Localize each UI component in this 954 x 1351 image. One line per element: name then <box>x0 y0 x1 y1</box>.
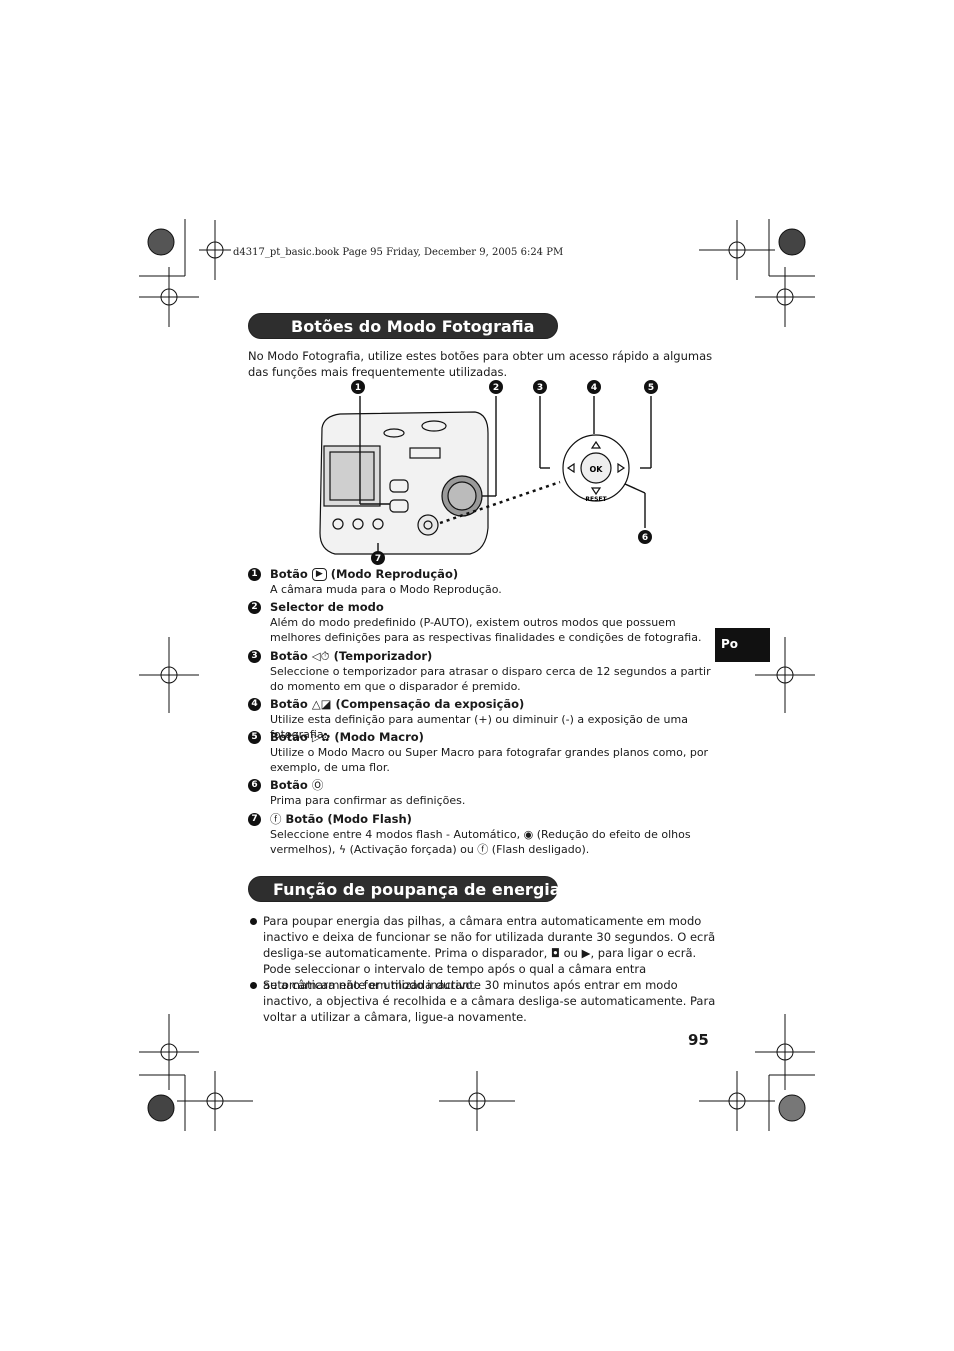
item-number: 1 <box>248 568 261 581</box>
list-item-4: 4 Botão △◪ (Compensação da exposição) Ut… <box>248 697 718 742</box>
item-number: 3 <box>248 650 261 663</box>
macro-icon: ▷✿ <box>311 730 331 744</box>
flash-icon: ⓕ <box>270 812 282 826</box>
ok-label: OK <box>590 465 604 474</box>
crosshair-marks <box>139 220 815 1131</box>
bullet-item: Se a câmara não for utilizada durante 30… <box>248 977 718 1025</box>
item-number: 2 <box>248 601 261 614</box>
section-title-power-saving: Função de poupança de energia <box>248 876 561 902</box>
item-number: 5 <box>248 731 261 744</box>
item-number: 7 <box>248 813 261 826</box>
section-title-text: Botões do Modo Fotografia <box>291 317 535 336</box>
list-item-1: 1 Botão ▶ (Modo Reprodução) A câmara mud… <box>248 567 718 597</box>
item-description: Utilize esta definição para aumentar (+)… <box>270 713 688 741</box>
item-description: Seleccione o temporizador para atrasar o… <box>270 665 711 693</box>
page-number: 95 <box>688 1031 709 1049</box>
item-description: Seleccione entre 4 modos flash - Automát… <box>270 828 691 856</box>
reset-label: RESET <box>585 496 607 503</box>
list-item-5: 5 Botão ▷✿ (Modo Macro) Utilize o Modo M… <box>248 730 718 775</box>
bullet-dot <box>250 918 257 925</box>
list-item-6: 6 Botão Ⓞ Prima para confirmar as defini… <box>248 778 718 808</box>
timer-icon: ◁⏱ <box>311 649 330 663</box>
camera-diagram: OK RESET 1 2 3 4 5 6 7 <box>319 380 658 565</box>
language-tab: Po <box>715 628 770 662</box>
starburst-marks <box>147 228 806 1122</box>
section-title-text: Função de poupança de energia <box>273 880 561 899</box>
item-description: A câmara muda para o Modo Reprodução. <box>270 583 502 596</box>
ok-icon: Ⓞ <box>311 778 324 792</box>
callout-2: 2 <box>493 383 499 393</box>
list-item-7: 7 ⓕ Botão (Modo Flash) Seleccione entre … <box>248 812 718 857</box>
intro-paragraph: No Modo Fotografia, utilize estes botões… <box>248 349 713 379</box>
bullet-dot <box>250 982 257 989</box>
item-number: 6 <box>248 779 261 792</box>
callout-3: 3 <box>537 383 543 393</box>
callout-4: 4 <box>591 383 597 393</box>
section-title-photo-buttons: Botões do Modo Fotografia <box>248 313 558 339</box>
callout-5: 5 <box>648 383 654 393</box>
print-header: d4317_pt_basic.book Page 95 Friday, Dece… <box>233 247 564 258</box>
arrow-pad <box>562 434 630 502</box>
callout-1: 1 <box>355 383 361 393</box>
callout-7: 7 <box>375 554 381 564</box>
callout-6: 6 <box>642 533 648 543</box>
item-description: Além do modo predefinido (P-AUTO), exist… <box>270 616 702 644</box>
list-item-2: 2 Selector de modo Além do modo predefin… <box>248 600 718 645</box>
item-description: Utilize o Modo Macro ou Super Macro para… <box>270 746 709 774</box>
callout-badges: 1 2 3 4 5 6 7 <box>351 380 658 565</box>
item-number: 4 <box>248 698 261 711</box>
bullet-item: Para poupar energia das pilhas, a câmara… <box>248 913 718 993</box>
item-description: Prima para confirmar as definições. <box>270 794 466 807</box>
exposure-icon: △◪ <box>311 697 332 711</box>
list-item-3: 3 Botão ◁⏱ (Temporizador) Seleccione o t… <box>248 649 718 694</box>
play-icon: ▶ <box>311 568 327 581</box>
